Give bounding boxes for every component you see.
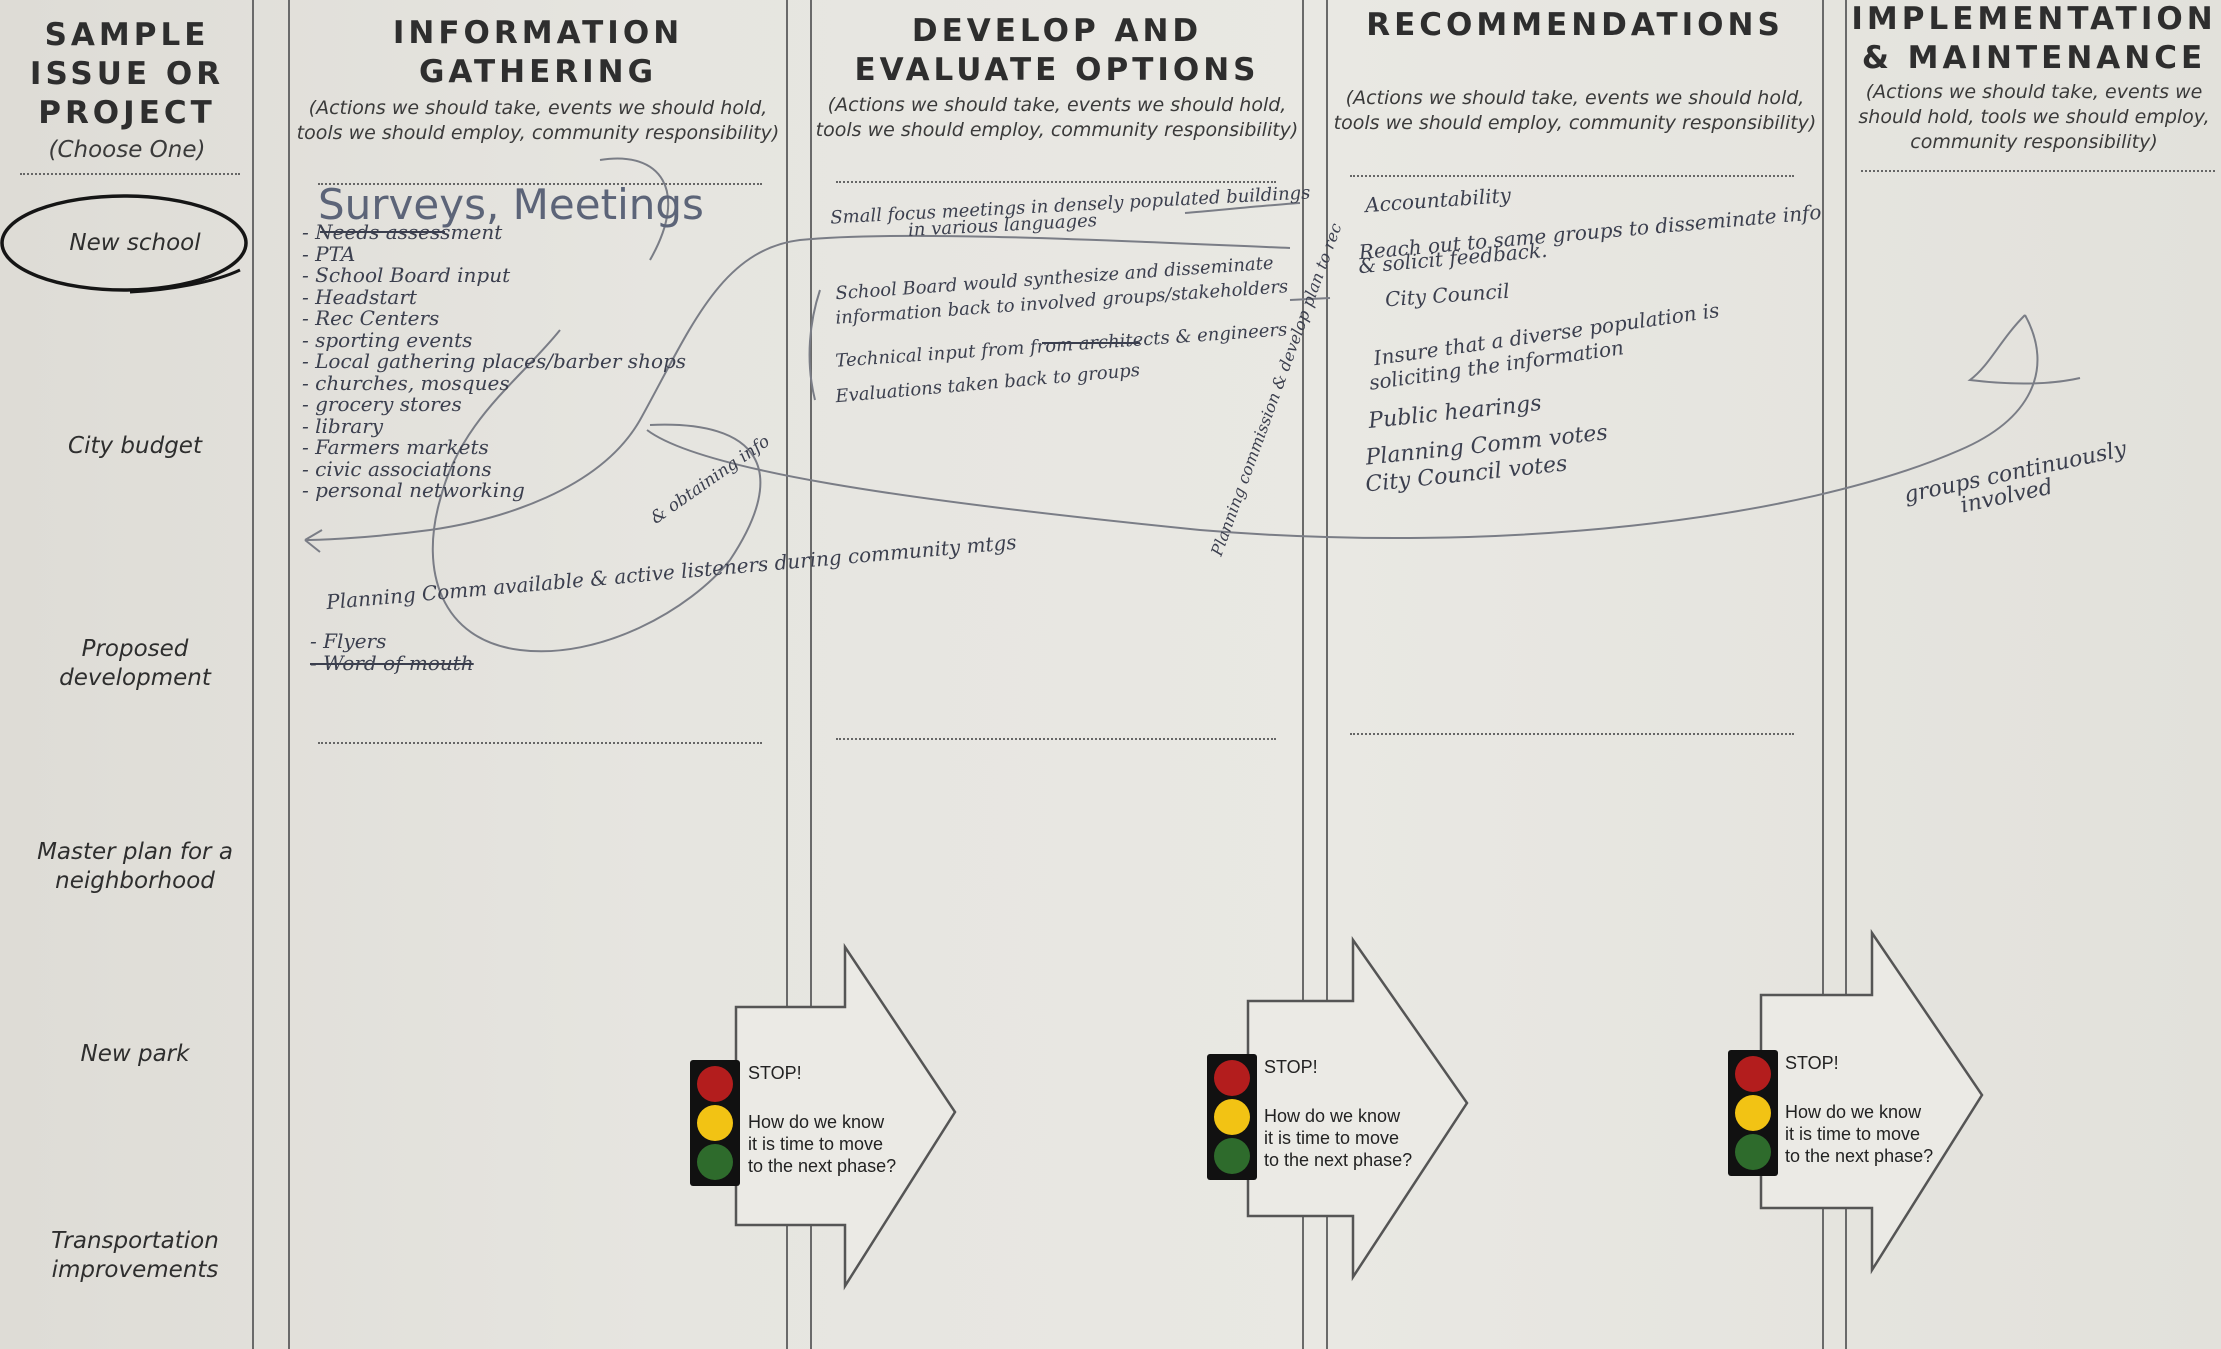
column-implementation: IMPLEMENTATION & MAINTENANCE (Actions we… xyxy=(1845,0,2221,1349)
yellow-light-icon xyxy=(697,1105,733,1141)
develop-title: DEVELOP AND EVALUATE OPTIONS xyxy=(854,13,1260,88)
stop-label: STOP! xyxy=(1785,1053,1839,1073)
column-develop-options: DEVELOP AND EVALUATE OPTIONS (Actions we… xyxy=(810,0,1304,1349)
implement-subtitle: (Actions we should take, events we shoul… xyxy=(1858,81,2210,153)
develop-subtitle: (Actions we should take, events we shoul… xyxy=(815,94,1299,141)
red-light-icon xyxy=(697,1066,733,1102)
column-recommendations: RECOMMENDATIONS (Actions we should take,… xyxy=(1326,0,1824,1349)
divider-dotted xyxy=(20,173,240,175)
traffic-light-icon xyxy=(690,1060,740,1186)
yellow-light-icon xyxy=(1214,1099,1250,1135)
traffic-light-icon xyxy=(1728,1050,1778,1176)
red-light-icon xyxy=(1214,1060,1250,1096)
hw-info-list: - Needs assessment - PTA - School Board … xyxy=(302,220,687,502)
sample-issue-title: SAMPLE ISSUE OR PROJECT xyxy=(29,17,225,131)
sample-issue-subtitle: (Choose One) xyxy=(48,137,206,163)
green-light-icon xyxy=(697,1144,733,1180)
arrow-1 xyxy=(734,942,957,1291)
divider-dotted xyxy=(836,738,1276,740)
divider-dotted xyxy=(1350,175,1794,177)
red-light-icon xyxy=(1735,1056,1771,1092)
stop-question: How do we know it is time to move to the… xyxy=(1264,1106,1413,1170)
info-title: INFORMATION GATHERING xyxy=(392,15,684,90)
column-sample-issue xyxy=(0,0,254,1349)
green-light-icon xyxy=(1214,1138,1250,1174)
stop-label: STOP! xyxy=(1264,1057,1318,1077)
hw-flyers: - Flyers - Word of mouth xyxy=(310,629,474,675)
yellow-light-icon xyxy=(1735,1095,1771,1131)
stop-question: How do we know it is time to move to the… xyxy=(1785,1102,1934,1166)
hw-surveys-meetings: Surveys, Meetings xyxy=(318,180,704,229)
divider-dotted xyxy=(318,183,762,185)
stop-question: How do we know it is time to move to the… xyxy=(748,1112,897,1176)
column-information-gathering: INFORMATION GATHERING (Actions we should… xyxy=(288,0,788,1349)
divider-dotted xyxy=(1861,170,2215,172)
stop-label: STOP! xyxy=(748,1063,802,1083)
recommend-subtitle: (Actions we should take, events we shoul… xyxy=(1333,87,1817,134)
green-light-icon xyxy=(1735,1134,1771,1170)
divider-dotted xyxy=(318,742,762,744)
issue-new-school[interactable]: New school xyxy=(69,230,201,256)
info-subtitle: (Actions we should take, events we shoul… xyxy=(296,97,780,144)
issue-city-budget[interactable]: City budget xyxy=(68,433,202,459)
implement-title: IMPLEMENTATION & MAINTENANCE xyxy=(1851,1,2217,76)
divider-dotted xyxy=(1350,733,1794,735)
issue-new-park[interactable]: New park xyxy=(80,1041,190,1067)
divider-dotted xyxy=(836,181,1276,183)
recommend-title: RECOMMENDATIONS xyxy=(1366,7,1784,43)
arrow-3 xyxy=(1759,928,1984,1275)
traffic-light-icon xyxy=(1207,1054,1257,1180)
arrow-2 xyxy=(1246,936,1469,1282)
